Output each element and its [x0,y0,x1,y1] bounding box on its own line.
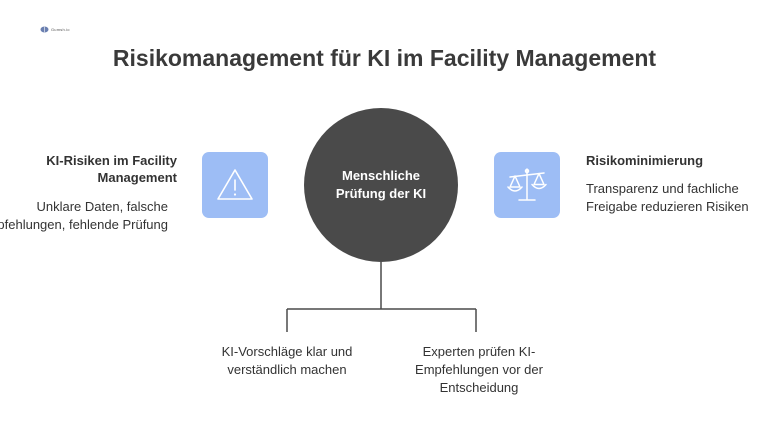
warning-icon-box [202,152,268,218]
bottom-left-text: KI-Vorschläge klar und verständlich mach… [221,344,353,377]
center-circle [304,108,458,262]
logo: Gumsh.io [40,26,70,33]
brain-logo-icon [40,26,49,33]
center-label-wrap: Menschliche Prüfung der KI [304,108,458,262]
center-label: Menschliche Prüfung der KI [335,168,427,201]
right-body: Transparenz und fachliche Freigabe reduz… [586,181,749,214]
left-heading: KI-Risiken im Facility Management [46,153,177,185]
warning-triangle-icon [217,169,253,200]
page-title: Risikomanagement für KI im Facility Mana… [112,45,657,71]
bottom-right-text: Experten prüfen KI-Empfehlungen vor der … [415,344,543,395]
right-heading: Risikominimierung [586,153,704,168]
left-body: Unklare Daten, falsche Empfehlungen, feh… [0,199,168,232]
scale-icon-box [494,152,560,218]
logo-text: Gumsh.io [51,27,70,32]
balance-scale-icon [507,168,547,201]
